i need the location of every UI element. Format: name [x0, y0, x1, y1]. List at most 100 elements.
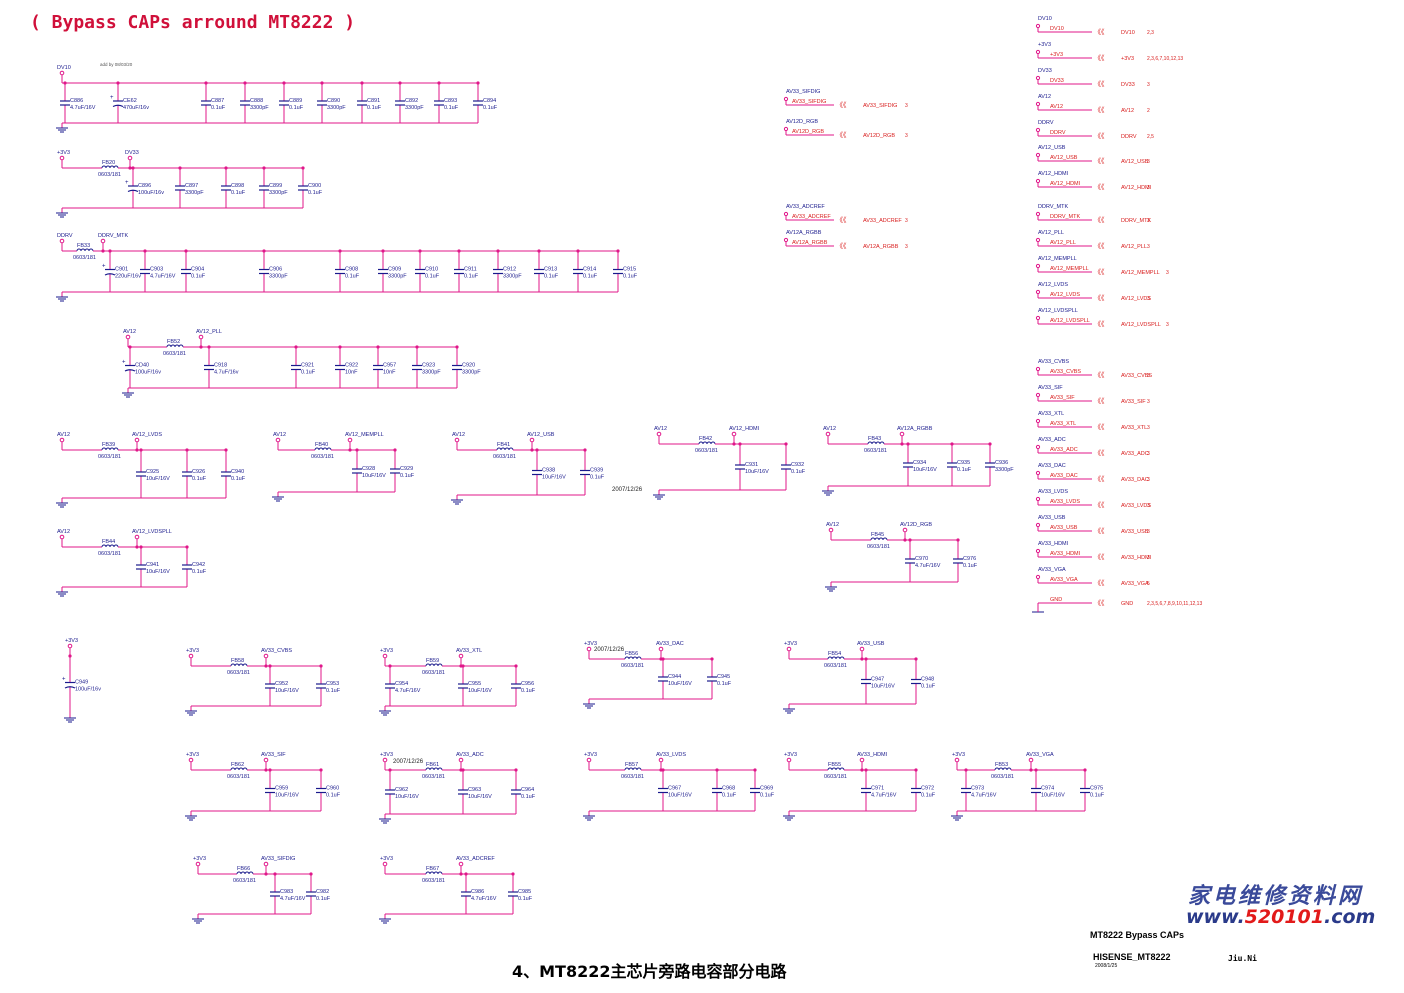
- cap-value: 0.1uF: [400, 473, 415, 479]
- capacitor-plate-curved: [127, 189, 139, 193]
- cap-ref: C983: [280, 889, 293, 895]
- offpage-net: DDRV_MTK: [1121, 218, 1151, 224]
- rail-label: +3V3: [193, 856, 206, 862]
- rail-label: DV10: [57, 65, 71, 71]
- ferrite-ref: FB56: [625, 651, 638, 657]
- cap-value: 100uF/16v: [138, 190, 164, 196]
- net-label: AV33_ADCREF: [792, 214, 831, 220]
- offpage-net: AV33_DAC: [1121, 477, 1149, 483]
- power-rail-icon: [382, 757, 388, 763]
- junction-dot: [348, 448, 352, 452]
- sheet-refs: 3: [1147, 82, 1150, 88]
- power-rail-icon: [586, 646, 592, 652]
- net-name: AV33_SIFDIG: [786, 89, 820, 95]
- junction-dot: [903, 538, 907, 542]
- rail-label: AV33_SIFDIG: [261, 856, 295, 862]
- offpage-arrow-icon: 《《: [1094, 599, 1105, 607]
- cap-value: 0.1uF: [791, 469, 806, 475]
- sheet-date: 2008/1/25: [1095, 963, 1118, 969]
- power-rail-icon: [347, 437, 353, 443]
- cap-ref: C886: [70, 98, 83, 104]
- junction-dot: [135, 545, 139, 549]
- rail-label: AV12: [273, 432, 286, 438]
- cap-ref: C976: [963, 556, 976, 562]
- cap-value: 0.1uF: [1090, 793, 1105, 799]
- ferrite-value: 0603/181: [227, 670, 250, 676]
- cap-ref: C934: [913, 460, 926, 466]
- offpage-net: AV12: [1121, 108, 1134, 114]
- net-name: AV33_XTL: [1038, 411, 1064, 417]
- junction-dot: [199, 345, 203, 349]
- cap-value: 10uF/16V: [362, 473, 386, 479]
- cap-value: 10uF/16V: [275, 793, 299, 799]
- offpage-arrow-icon: 《《: [836, 242, 847, 250]
- net-name: AV33_USB: [1038, 515, 1066, 521]
- add-note: add by 08/03/20: [100, 62, 133, 67]
- cap-ref: C906: [269, 267, 282, 273]
- cap-value: 0.1uF: [192, 569, 207, 575]
- polarity-mark: +: [125, 180, 129, 186]
- sheet-refs: 5: [1147, 581, 1150, 587]
- cap-ref: C967: [668, 786, 681, 792]
- junction-dot: [732, 442, 736, 446]
- ferrite-value: 0603/181: [422, 670, 445, 676]
- cap-ref: C971: [871, 786, 884, 792]
- cap-ref: C909: [388, 267, 401, 273]
- power-rail-icon: [188, 653, 194, 659]
- net-port-icon: [1035, 263, 1041, 269]
- polarity-mark: +: [122, 360, 126, 366]
- power-rail-icon: [458, 653, 464, 659]
- cap-value: 0.1uF: [211, 105, 226, 111]
- cap-value: 3300pF: [327, 105, 346, 111]
- net-name: AV33_DAC: [1038, 463, 1066, 469]
- sheet-refs: 2,5: [1147, 134, 1154, 140]
- power-rail-icon: [100, 238, 106, 244]
- rail-label: +3V3: [584, 641, 597, 647]
- power-rail-icon: [859, 646, 865, 652]
- rail-label: AV12A_RGBB: [897, 426, 933, 432]
- cap-value: 0.1uF: [921, 684, 936, 690]
- cap-value: 220uF/16v: [115, 274, 141, 280]
- rail-label: AV12: [654, 426, 667, 432]
- ferrite-value: 0603/181: [991, 774, 1014, 780]
- net-label: AV33_HDMI: [1050, 551, 1081, 557]
- ferrite-bead-icon: [827, 767, 845, 771]
- offpage-arrow-icon: 《《: [1094, 553, 1105, 561]
- ferrite-value: 0603/181: [493, 454, 516, 460]
- offpage-arrow-icon: 《《: [1094, 294, 1105, 302]
- cap-ref: C945: [717, 674, 730, 680]
- cap-value: 10uF/16V: [146, 569, 170, 575]
- cap-ref: C892: [405, 98, 418, 104]
- cap-ref: C947: [871, 677, 884, 683]
- net-name: DV33: [1038, 68, 1052, 74]
- cap-value: 0.1uF: [583, 274, 598, 280]
- offpage-arrow-icon: 《《: [1094, 106, 1105, 114]
- ferrite-ref: FB20: [102, 160, 115, 166]
- ferrite-bead-icon: [425, 871, 443, 875]
- net-label: AV12A_RGBB: [792, 240, 828, 246]
- power-rail-icon: [954, 757, 960, 763]
- sheet-refs: 3: [1147, 296, 1150, 302]
- ferrite-bead-icon: [624, 656, 642, 660]
- cap-ref: C889: [289, 98, 302, 104]
- offpage-net: AV12A_RGBB: [863, 244, 899, 250]
- power-rail-icon: [656, 431, 662, 437]
- net-port-icon: [783, 211, 789, 217]
- ferrite-ref: FB42: [699, 436, 712, 442]
- offpage-net: +3V3: [1121, 56, 1134, 62]
- cap-value: 10uF/16V: [668, 793, 692, 799]
- net-port-icon: [1035, 496, 1041, 502]
- cap-ref: C901: [115, 267, 128, 273]
- cap-value: 10uF/16V: [668, 681, 692, 687]
- net-port-icon: [1035, 127, 1041, 133]
- watermark-url: www.520101.com: [1186, 906, 1375, 928]
- sheet-refs: 3: [905, 103, 908, 109]
- power-rail-icon: [825, 431, 831, 437]
- cap-value: 0.1uF: [717, 681, 732, 687]
- net-port-icon: [1035, 23, 1041, 29]
- cap-ref: C899: [269, 183, 282, 189]
- offpage-net: AV33_ADCREF: [863, 218, 902, 224]
- net-port-icon: [1035, 315, 1041, 321]
- rail-label: AV33_XTL: [456, 648, 482, 654]
- offpage-arrow-icon: 《《: [1094, 475, 1105, 483]
